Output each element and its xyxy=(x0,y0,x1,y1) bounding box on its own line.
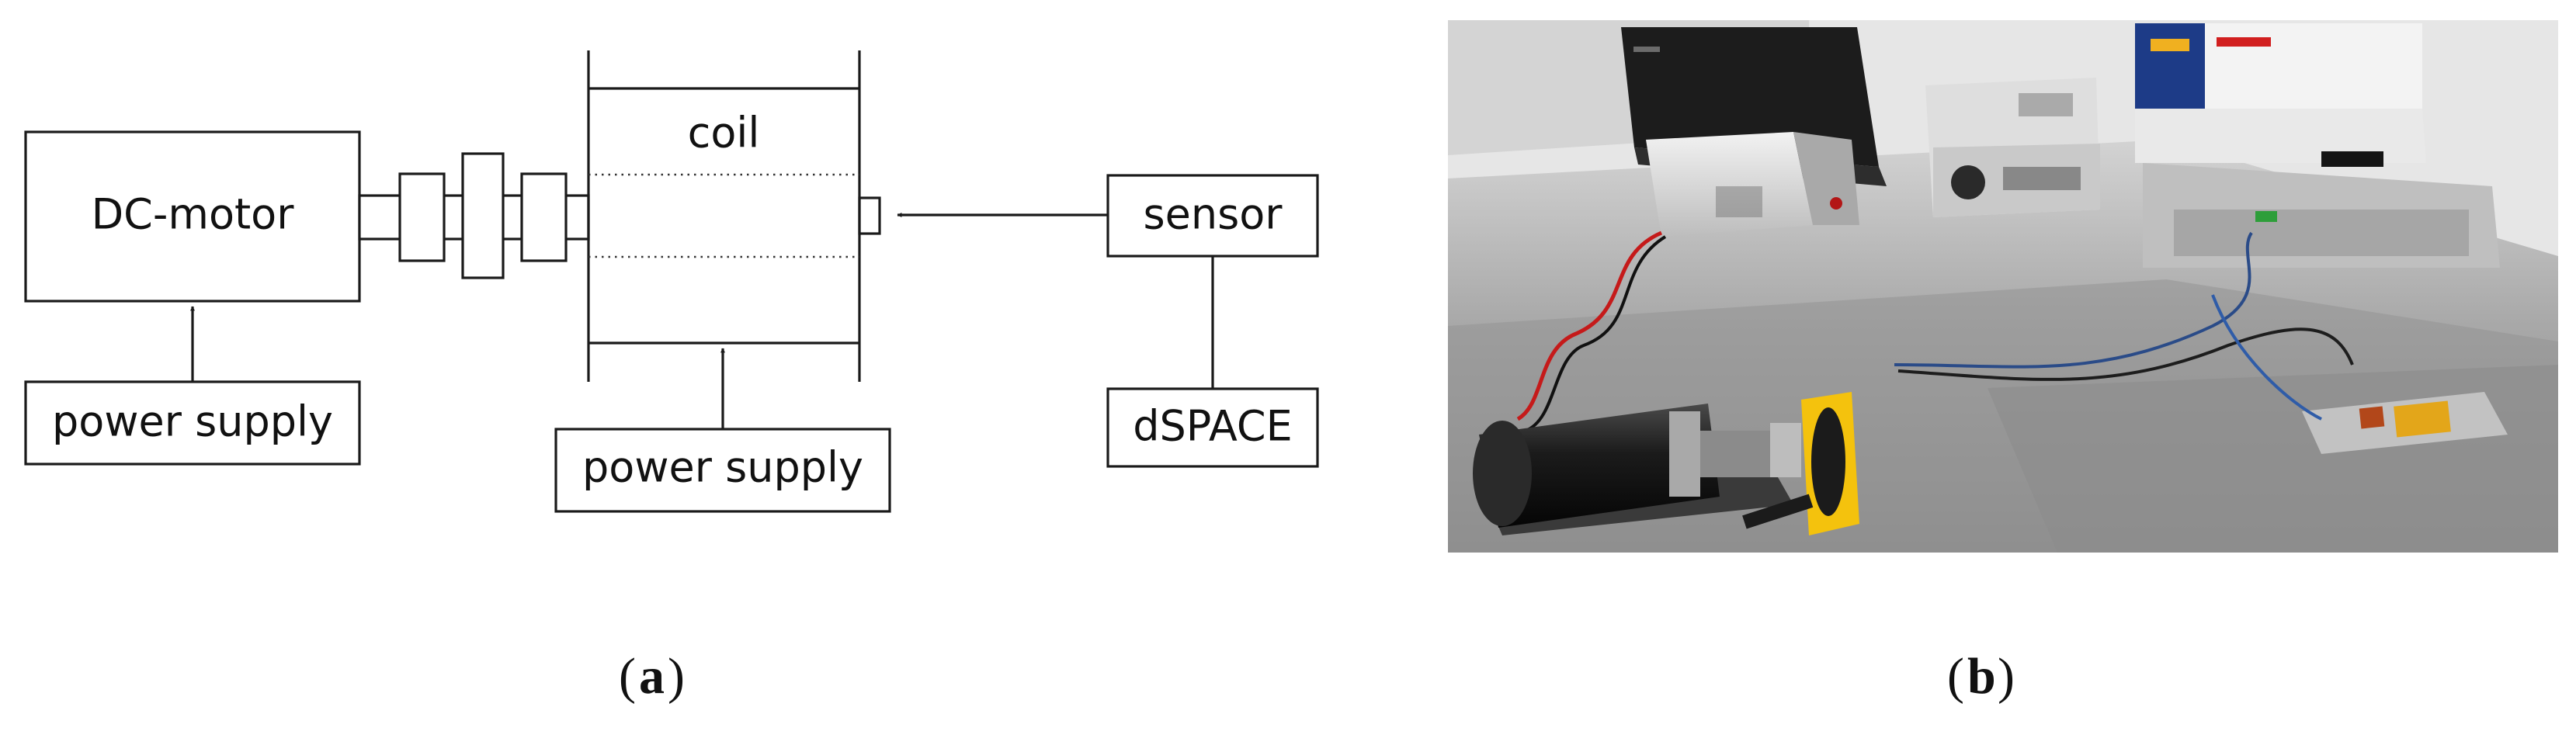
svg-text:): ) xyxy=(1998,648,2015,705)
caption-b: ( b ) xyxy=(1947,648,2015,705)
setup-photograph xyxy=(1448,20,2558,553)
cables-photo xyxy=(1516,230,2354,432)
dspace-block: dSPACE xyxy=(1106,387,1319,468)
dc-motor-label: DC-motor xyxy=(92,190,295,239)
sensor-target-shaft-end xyxy=(858,196,881,235)
motor-power-supply-label: power supply xyxy=(52,397,333,446)
svg-text:(: ( xyxy=(619,648,636,705)
dspace-label: dSPACE xyxy=(1133,402,1292,451)
coil-block: coil xyxy=(587,50,861,382)
motor-assembly-photo xyxy=(1473,392,1859,535)
coupling-1 xyxy=(398,172,446,262)
sensor-block: sensor xyxy=(1106,174,1319,258)
dspace-box-photo xyxy=(1925,78,2100,217)
caption-a: ( a ) xyxy=(619,648,685,705)
svg-text:(: ( xyxy=(1947,648,1964,705)
coil-power-supply-label: power supply xyxy=(582,443,863,492)
caption-a-letter: a xyxy=(639,648,665,705)
block-diagram: DC-motor coil sensor xyxy=(24,50,1319,513)
caption-b-letter: b xyxy=(1967,648,1996,705)
dc-motor-block: DC-motor xyxy=(24,130,361,303)
coil-label: coil xyxy=(688,109,760,158)
motor-power-supply-block: power supply xyxy=(24,380,361,466)
coil-psu-stack-photo xyxy=(2135,23,2500,268)
sensor-label: sensor xyxy=(1144,190,1283,239)
shaft-and-couplings xyxy=(358,152,881,279)
coupling-2 xyxy=(520,172,568,262)
svg-text:): ) xyxy=(668,648,685,705)
laser-sensor-photo xyxy=(2302,392,2508,454)
coupling-disc xyxy=(461,152,505,279)
psu-photo xyxy=(1646,132,1859,237)
coil-power-supply-block: power supply xyxy=(554,428,891,513)
